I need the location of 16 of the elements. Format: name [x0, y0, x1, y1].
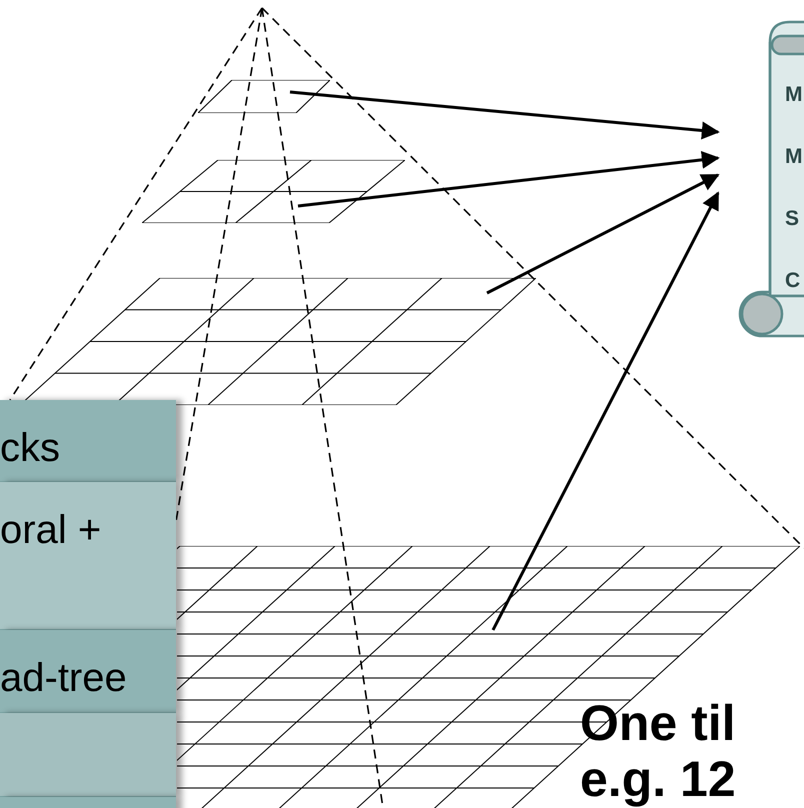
grid-plane	[198, 80, 330, 113]
cell-text: cks	[0, 425, 60, 471]
arrow	[492, 191, 720, 631]
table-row	[0, 400, 176, 482]
arrow	[290, 90, 720, 140]
cell-text: ad-tree	[0, 655, 127, 701]
table-row	[0, 713, 176, 797]
table-row	[0, 630, 176, 713]
grid-plane	[142, 160, 405, 223]
heading-text: e.g. 12	[580, 752, 736, 806]
arrow	[298, 150, 720, 208]
table-row	[0, 482, 176, 630]
arrow	[486, 174, 720, 294]
grid-plane	[177, 546, 800, 808]
cell-text: oral +	[0, 507, 102, 553]
scroll-text: M M S C	[785, 82, 804, 294]
